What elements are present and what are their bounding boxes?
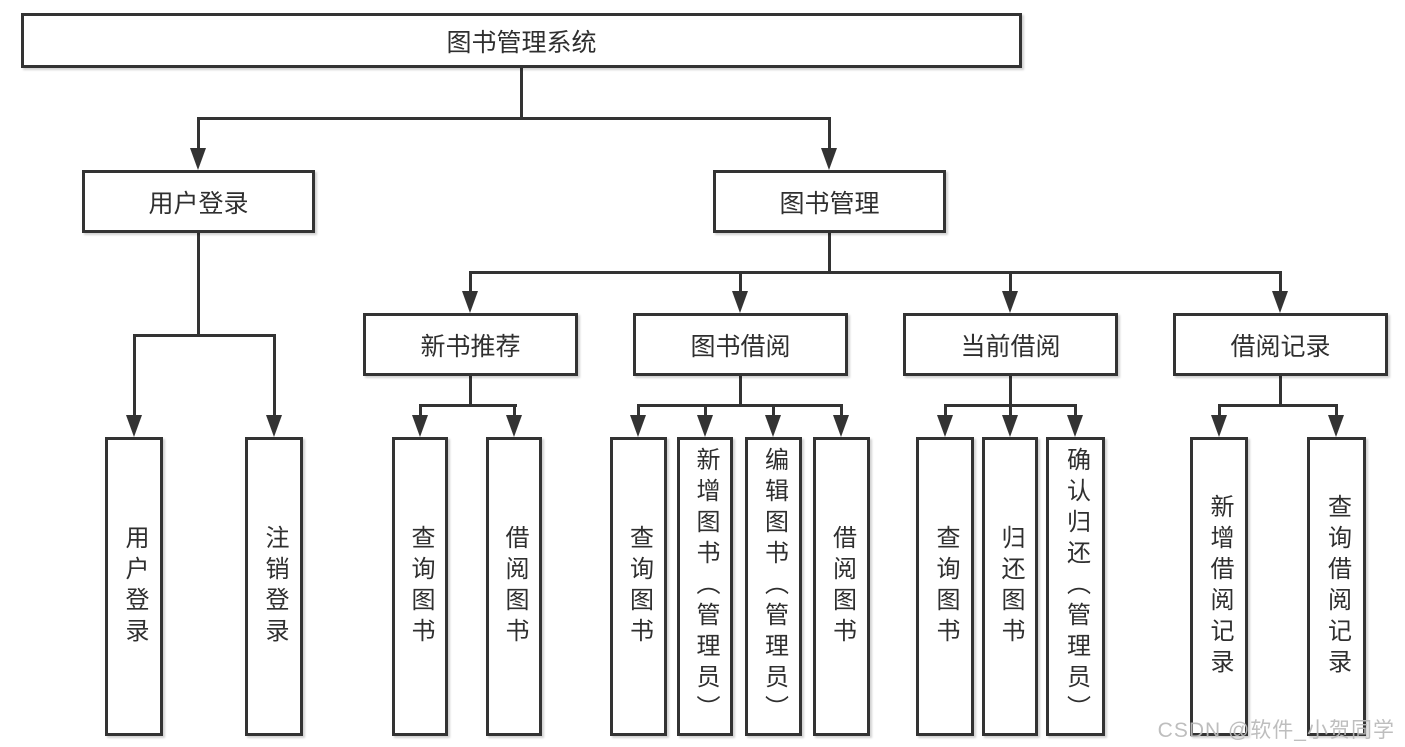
arrowhead-icon [732,291,748,313]
connector-line [520,68,523,118]
node-label: 查询图书 [625,524,653,649]
connector-line [1009,404,1012,418]
connector-line [1218,404,1338,407]
node-leaf-return-book: 归还图书 [982,437,1038,736]
node-label: 确认归还（管理员） [1062,447,1090,726]
node-label: 图书管理系统 [446,28,597,57]
node-borrow-record: 借阅记录 [1173,313,1388,376]
node-label: 新增图书（管理员） [692,447,719,726]
arrowhead-icon [697,415,713,437]
node-label: 注销登录 [261,524,288,649]
connector-line [1009,271,1012,292]
node-leaf-logout: 注销登录 [245,437,303,736]
arrowhead-icon [1211,415,1227,437]
arrowhead-icon [126,415,142,437]
connector-line [1335,404,1338,418]
connector-line [1009,376,1012,407]
arrowhead-icon [1328,415,1344,437]
connector-line [197,117,831,120]
arrowhead-icon [765,415,781,437]
node-leaf-add-book-admin: 新增图书（管理员） [677,437,733,736]
node-label: 借阅图书 [828,524,856,649]
node-user-login: 用户登录 [82,170,315,233]
arrowhead-icon [937,415,953,437]
arrowhead-icon [821,148,837,170]
node-leaf-confirm-return-admin: 确认归还（管理员） [1046,437,1105,736]
connector-line [944,404,947,418]
arrowhead-icon [190,148,206,170]
node-label: 借阅记录 [1230,332,1331,361]
node-current-borrow: 当前借阅 [903,313,1118,376]
node-label: 查询图书 [932,524,959,649]
node-label: 编辑图书（管理员） [760,447,788,726]
connector-line [133,334,275,337]
connector-line [469,271,472,292]
node-leaf-borrow-query-book: 查询图书 [610,437,667,736]
node-leaf-user-login: 用户登录 [105,437,163,736]
connector-line [1218,404,1221,418]
arrowhead-icon [1002,415,1018,437]
node-label: 当前借阅 [960,332,1061,361]
node-label: 图书借阅 [690,332,791,361]
node-library-management-system: 图书管理系统 [21,13,1022,68]
node-leaf-add-borrow-record: 新增借阅记录 [1190,437,1248,736]
connector-line [739,271,742,292]
arrowhead-icon [506,415,522,437]
node-label: 用户登录 [148,189,249,218]
node-leaf-current-query-book: 查询图书 [916,437,974,736]
connector-line [704,404,707,418]
node-label: 用户登录 [121,524,148,649]
connector-line [739,376,742,407]
connector-line [828,233,831,274]
connector-line [828,117,831,151]
node-leaf-recommend-borrow-book: 借阅图书 [486,437,542,736]
node-label: 归还图书 [997,524,1024,649]
node-book-borrow: 图书借阅 [633,313,848,376]
node-label: 查询借阅记录 [1323,493,1351,680]
node-label: 图书管理 [779,189,880,218]
node-new-book-recommend: 新书推荐 [363,313,578,376]
connector-line [469,271,1282,274]
node-label: 新书推荐 [420,332,521,361]
node-book-management: 图书管理 [713,170,946,233]
connector-line [469,376,472,407]
connector-line [197,117,200,151]
connector-line [637,404,843,407]
arrowhead-icon [412,415,428,437]
node-label: 新增借阅记录 [1206,493,1233,680]
connector-line [772,404,775,418]
connector-line [637,404,640,418]
node-leaf-borrow-book: 借阅图书 [813,437,870,736]
csdn-watermark: CSDN @软件_小贺同学 [1157,719,1395,742]
connector-line [419,404,517,407]
arrowhead-icon [462,291,478,313]
node-leaf-query-borrow-record: 查询借阅记录 [1307,437,1366,736]
arrowhead-icon [266,415,282,437]
connector-line [419,404,422,418]
arrowhead-icon [1002,291,1018,313]
connector-line [273,334,276,417]
node-leaf-recommend-query-book: 查询图书 [392,437,448,736]
arrowhead-icon [1067,415,1083,437]
connector-line [840,404,843,418]
connector-line [1279,271,1282,292]
node-label: 借阅图书 [501,524,528,649]
arrowhead-icon [630,415,646,437]
connector-line [1074,404,1077,418]
arrowhead-icon [833,415,849,437]
node-leaf-edit-book-admin: 编辑图书（管理员） [745,437,802,736]
connector-line [133,334,136,417]
connector-line [197,233,200,335]
connector-line [513,404,516,418]
arrowhead-icon [1272,291,1288,313]
connector-line [1279,376,1282,407]
node-label: 查询图书 [407,524,434,649]
